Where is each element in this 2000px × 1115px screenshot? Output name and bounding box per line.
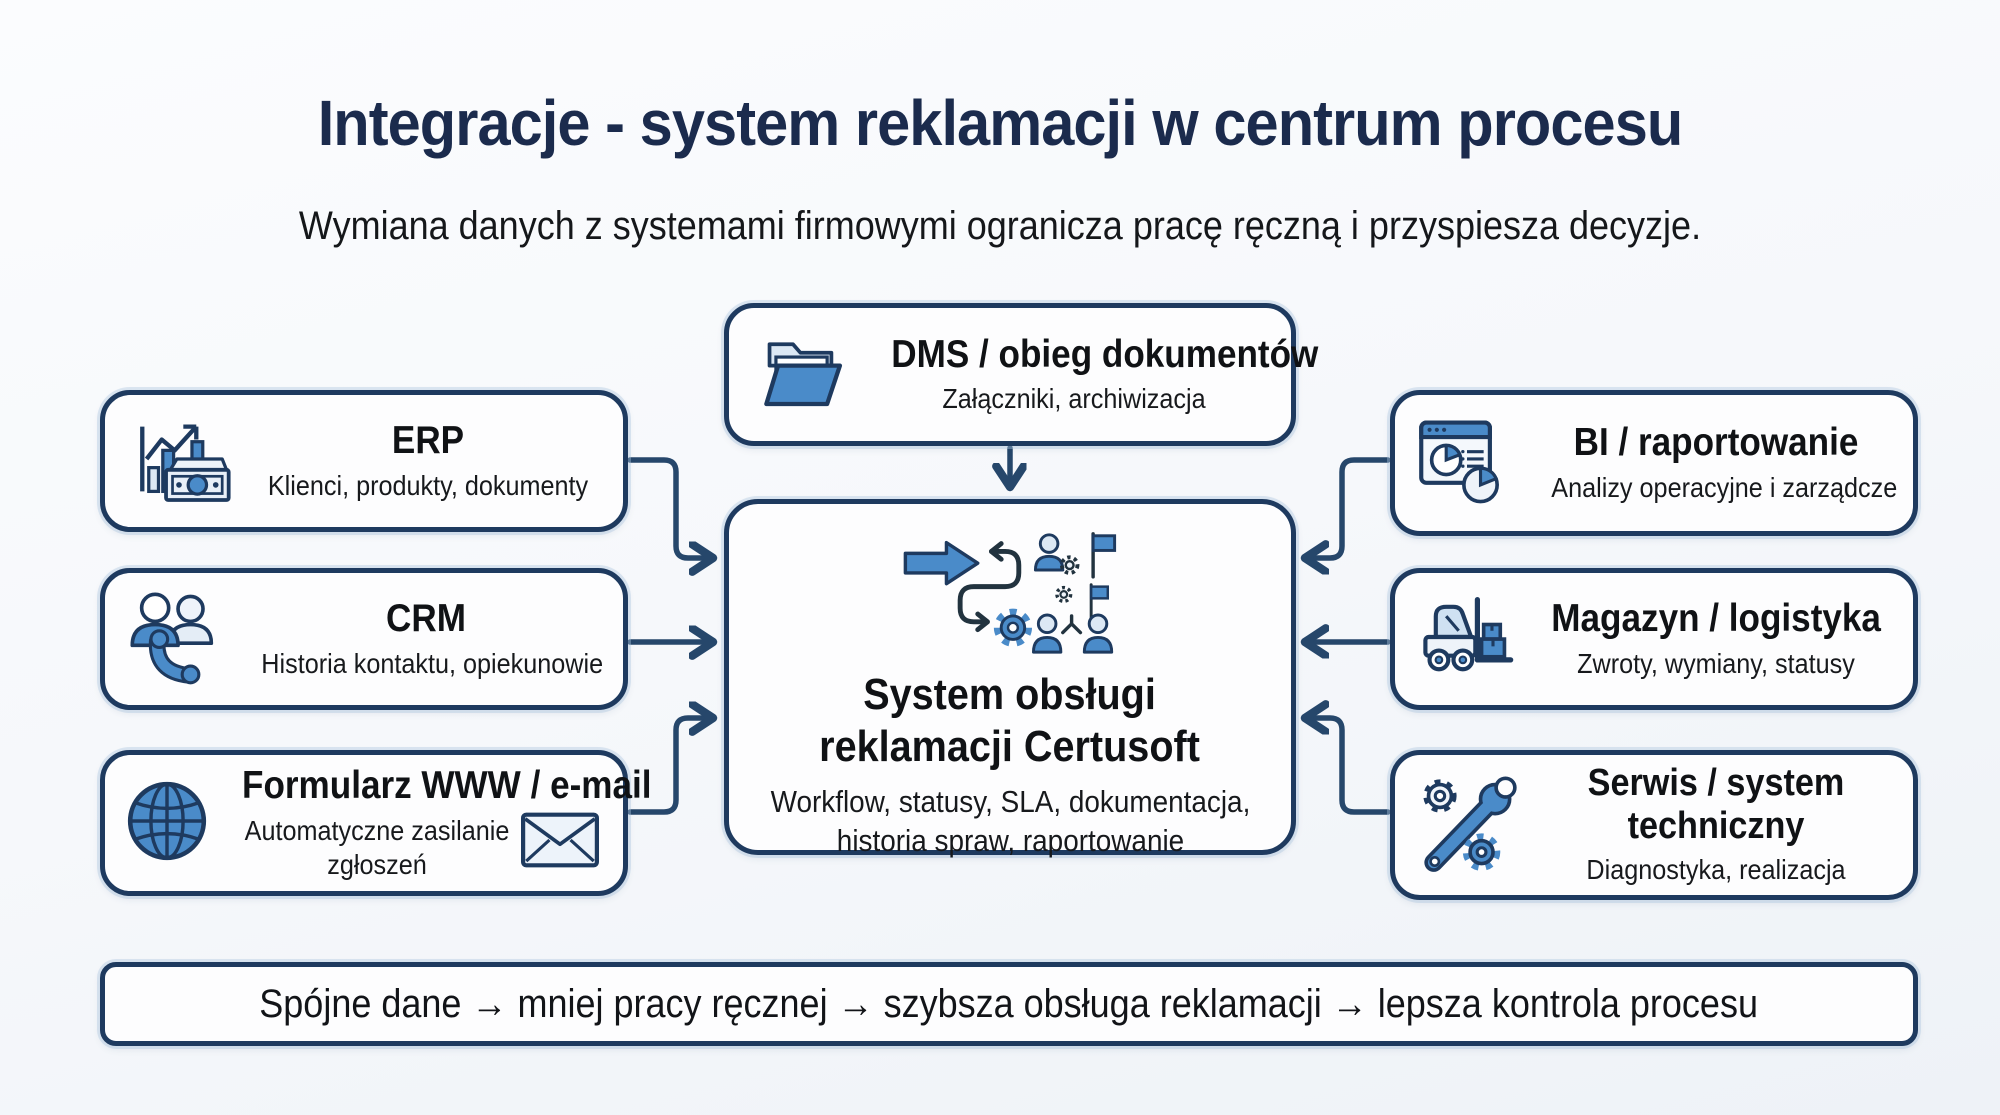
center-subtitle: Workflow, statusy, SLA, dokumentacja, hi… — [770, 783, 1250, 858]
node-www-text: Formularz WWW / e-mail Automatyczne zasi… — [213, 764, 652, 882]
node-bi: BI / raportowanie Analizy operacyjne i z… — [1390, 390, 1918, 536]
node-service-subtitle: Diagnostyka, realizacja — [1586, 854, 1846, 886]
page-subtitle: Wymiana danych z systemami firmowymi ogr… — [298, 204, 1702, 248]
node-bi-text: BI / raportowanie Analizy operacyjne i z… — [1519, 421, 1913, 505]
node-service-text: Serwis / system techniczny Diagnostyka, … — [1519, 762, 1913, 887]
node-service-title-line1: Serwis / system — [1587, 762, 1845, 805]
node-erp-title: ERP — [391, 419, 465, 463]
page-title: Integracje - system reklamacji w centrum… — [317, 87, 1684, 159]
node-bi-subtitle: Analizy operacyjne i zarządcze — [1551, 471, 1898, 503]
node-dms-text: DMS / obieg dokumentów Załączniki, archi… — [857, 332, 1319, 417]
report-pies-icon — [1415, 413, 1519, 514]
wrench-gears-icon — [1415, 773, 1519, 878]
forklift-icon — [1415, 591, 1519, 688]
bar-chart-money-icon — [125, 405, 233, 518]
node-bi-title: BI / raportowanie — [1573, 421, 1859, 465]
node-center-system: System obsługi reklamacji Certusoft Work… — [724, 499, 1296, 858]
node-dms-title: DMS / obieg dokumentów — [891, 332, 1319, 376]
node-service-title-line2: techniczny — [1627, 804, 1805, 847]
footer-bar: Spójne dane → mniej pracy ręcznej → szyb… — [100, 962, 1918, 1046]
node-www-title: Formularz WWW / e-mail — [242, 764, 652, 807]
center-title: System obsługi reklamacji Certusoft — [819, 670, 1201, 771]
node-crm-subtitle: Historia kontaktu, opiekunowie — [261, 647, 604, 679]
node-warehouse-title: Magazyn / logistyka — [1551, 597, 1881, 641]
node-dms-subtitle: Załączniki, archiwizacja — [942, 383, 1206, 415]
node-dms: DMS / obieg dokumentów Załączniki, archi… — [724, 303, 1319, 446]
node-erp-text: ERP Klienci, produkty, dokumenty — [233, 419, 623, 503]
node-warehouse-subtitle: Zwroty, wymiany, statusy — [1577, 647, 1855, 679]
folder-icon — [761, 333, 857, 416]
node-crm: CRM Historia kontaktu, opiekunowie — [100, 568, 628, 710]
node-erp-subtitle: Klienci, produkty, dokumenty — [267, 469, 589, 501]
node-crm-text: CRM Historia kontaktu, opiekunowie — [229, 597, 623, 681]
node-warehouse: Magazyn / logistyka Zwroty, wymiany, sta… — [1390, 568, 1918, 710]
node-erp: ERP Klienci, produkty, dokumenty — [100, 390, 628, 532]
node-www-subtitle-line1: Automatyczne zasilanie — [244, 814, 510, 846]
node-service: Serwis / system techniczny Diagnostyka, … — [1390, 750, 1918, 900]
footer-text: Spójne dane → mniej pracy ręcznej → szyb… — [259, 981, 1759, 1026]
node-crm-title: CRM — [386, 597, 466, 641]
node-www-email: Formularz WWW / e-mail Automatyczne zasi… — [100, 750, 652, 896]
globe-icon — [121, 775, 213, 872]
node-warehouse-text: Magazyn / logistyka Zwroty, wymiany, sta… — [1519, 597, 1913, 681]
envelope-icon — [521, 812, 599, 873]
workflow-team-icon — [895, 526, 1125, 663]
node-www-subtitle-line2: zgłoszeń — [327, 848, 427, 880]
people-phone-icon — [125, 585, 229, 694]
